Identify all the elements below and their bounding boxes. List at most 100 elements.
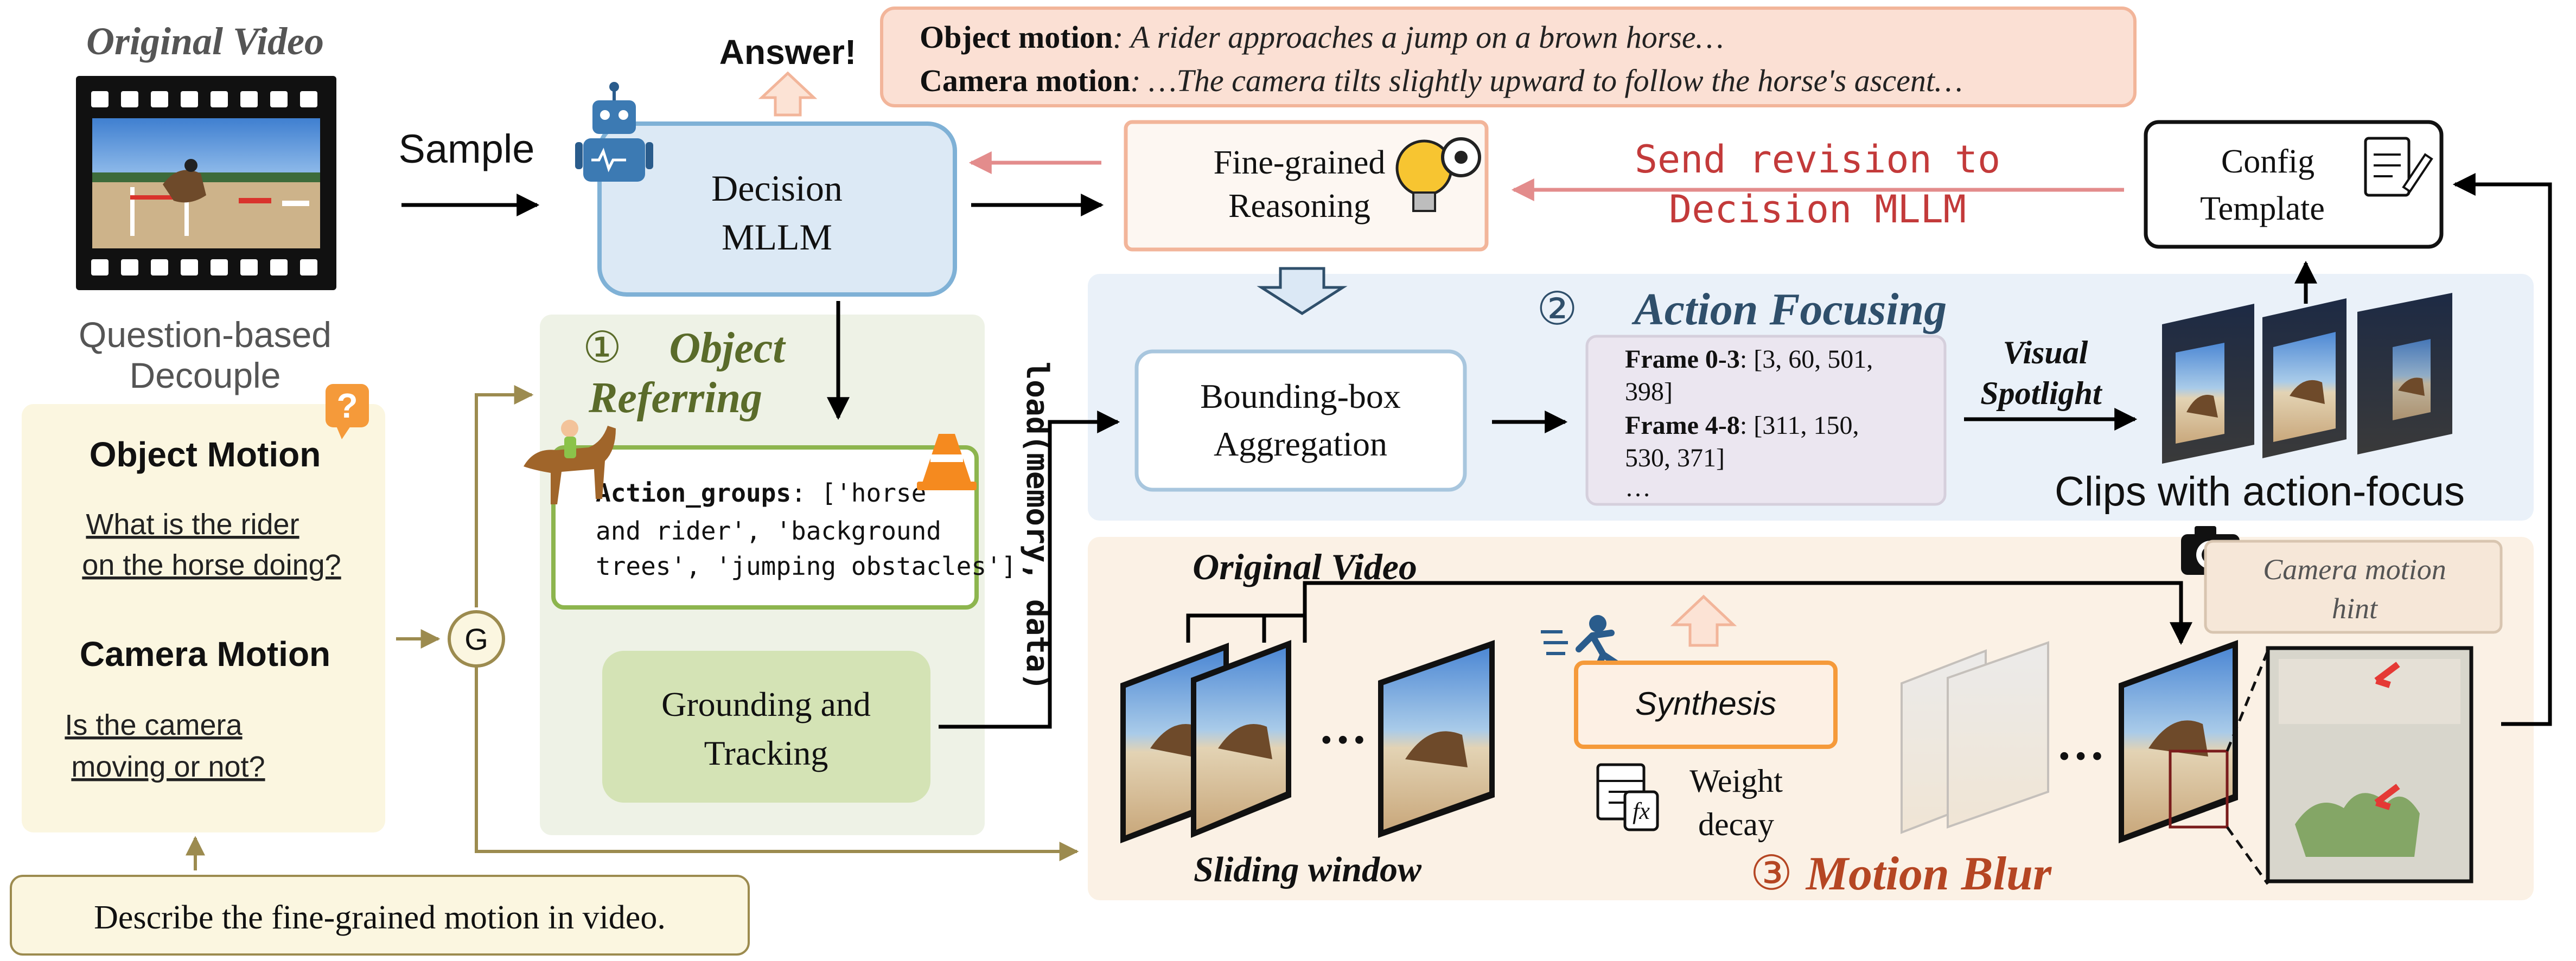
object-referring-title-line1: Object xyxy=(669,324,786,372)
object-referring-number: ① xyxy=(583,324,622,372)
action-focusing-title: Action Focusing xyxy=(1631,284,1947,335)
grounding-line2: Tracking xyxy=(704,734,828,772)
camera-question-line2: moving or not? xyxy=(71,751,265,783)
final-frame xyxy=(2119,640,2238,843)
synthesis-up-arrow xyxy=(1670,594,1737,647)
filmstrip-holes-top xyxy=(91,91,317,107)
sprocket-hole xyxy=(91,91,109,107)
answer-up-arrow xyxy=(758,71,818,117)
traffic-cone-icon xyxy=(917,434,977,490)
camera-hint-line2: hint xyxy=(2332,592,2379,625)
original-video-filmstrip xyxy=(76,76,336,290)
visual-spotlight-line1: Visual xyxy=(2003,335,2088,370)
grounding-to-bbox-arrow xyxy=(939,411,1120,729)
weight-decay-line1: Weight xyxy=(1689,763,1783,799)
original-video-line xyxy=(1303,581,2192,645)
sprocket-hole xyxy=(151,91,168,107)
sample-label: Sample xyxy=(399,126,535,171)
svg-text:?: ? xyxy=(336,386,358,425)
action-focusing-number: ② xyxy=(1536,284,1577,335)
decouple-panel xyxy=(22,404,385,832)
camera-hint-line1: Camera motion xyxy=(2263,553,2446,586)
sprocket-hole xyxy=(270,259,288,276)
action-groups-line2: and rider', 'background xyxy=(596,516,941,546)
grounding-line1: Grounding and xyxy=(661,685,871,723)
sprocket-hole xyxy=(240,91,258,107)
decouple-to-referring-arrow xyxy=(475,385,534,607)
sprocket-hole xyxy=(300,91,317,107)
g-to-motion-blur-arrow xyxy=(475,667,1079,861)
camera-motion-hint-box xyxy=(2204,540,2503,634)
answer-box xyxy=(880,7,2137,107)
revision-line2: Decision MLLM xyxy=(1669,187,1966,232)
g-node xyxy=(448,610,505,668)
sprocket-hole xyxy=(211,259,228,276)
frame2-line1: Frame 4-8: [311, 150, xyxy=(1625,411,1859,440)
frame1-line2: 398] xyxy=(1625,377,1673,406)
question-badge-icon: ? xyxy=(326,384,369,439)
sprocket-hole xyxy=(181,91,198,107)
reasoning-line2: Reasoning xyxy=(1228,188,1370,225)
zoomed-blur-detail xyxy=(2266,646,2473,883)
frame-ellipsis: … xyxy=(1625,473,1651,502)
motion-blur-number: ③ xyxy=(1750,848,1793,900)
sliding-frame-2 xyxy=(1191,640,1291,838)
motion-blur-to-config-arrow xyxy=(2452,173,2552,726)
decision-line1: Decision xyxy=(711,168,843,209)
config-line2: Template xyxy=(2200,190,2325,227)
bbox-aggregation-box xyxy=(1134,349,1467,492)
action-focus-clip-2 xyxy=(2262,298,2347,458)
answer-object-line: Object motion: A rider approaches a jump… xyxy=(920,20,1724,55)
bbox-line1: Bounding-box xyxy=(1200,377,1401,415)
frame1-line1: Frame 0-3: [3, 60, 501, xyxy=(1625,345,1873,374)
sprocket-hole xyxy=(121,259,138,276)
action-groups-line1: Action_groups: ['horse xyxy=(596,478,926,508)
object-question-line1: What is the rider xyxy=(86,508,299,541)
reasoning-line1: Fine-grained xyxy=(1214,144,1386,181)
running-person-icon xyxy=(1541,615,1623,677)
sprocket-hole xyxy=(91,259,109,276)
object-motion-heading: Object Motion xyxy=(90,435,321,474)
sprocket-hole xyxy=(151,259,168,276)
decouple-title-line1: Question-based xyxy=(79,315,331,355)
visual-spotlight-line2: Spotlight xyxy=(1980,375,2103,411)
sprocket-hole xyxy=(181,259,198,276)
clips-label: Clips with action-focus xyxy=(2055,469,2465,515)
synthesis-box xyxy=(1574,661,1838,749)
revision-line1: Send revision to xyxy=(1635,137,2000,182)
sliding-window-label: Sliding window xyxy=(1194,850,1422,889)
reasoning-box xyxy=(1124,120,1489,252)
zoom-lines xyxy=(2226,650,2269,885)
blurred-frames xyxy=(1901,641,2049,834)
camera-motion-heading: Camera Motion xyxy=(80,635,330,674)
decouple-title-line2: Decouple xyxy=(130,355,281,395)
svg-text:fx: fx xyxy=(1633,798,1650,824)
object-question-line2: on the horse doing? xyxy=(82,549,341,581)
sliding-frame-3 xyxy=(1378,640,1495,838)
original-video-title: Original Video xyxy=(86,20,324,63)
document-edit-icon xyxy=(2364,137,2433,197)
action-groups-line3: trees', 'jumping obstacles'] xyxy=(596,552,1016,581)
motion-blur-title: Motion Blur xyxy=(1805,848,2052,900)
frame-coordinates-box xyxy=(1585,335,1947,506)
action-groups-box xyxy=(551,445,979,610)
object-referring-title-line2: Referring xyxy=(588,374,762,422)
prompt-text: Describe the fine-grained motion in vide… xyxy=(94,899,666,936)
lightbulb-gear-icon xyxy=(1395,137,1481,212)
config-line1: Config xyxy=(2221,143,2314,180)
action-focus-clip-3 xyxy=(2357,293,2452,454)
horse-rider-icon xyxy=(524,420,616,504)
bbox-line2: Aggregation xyxy=(1214,425,1387,463)
sprocket-hole xyxy=(300,259,317,276)
sliding-dots: … xyxy=(1318,700,1367,754)
answer-label: Answer! xyxy=(719,33,857,72)
grounding-tracking-box xyxy=(602,651,930,803)
sprocket-hole xyxy=(211,91,228,107)
sprocket-hole xyxy=(121,91,138,107)
blur-dots: … xyxy=(2056,716,2105,770)
answer-camera-line: Camera motion: …The camera tilts slightl… xyxy=(920,63,1963,98)
decision-line2: MLLM xyxy=(722,216,832,258)
sliding-window-brackets xyxy=(1186,597,1307,643)
weight-decay-line2: decay xyxy=(1698,806,1774,842)
